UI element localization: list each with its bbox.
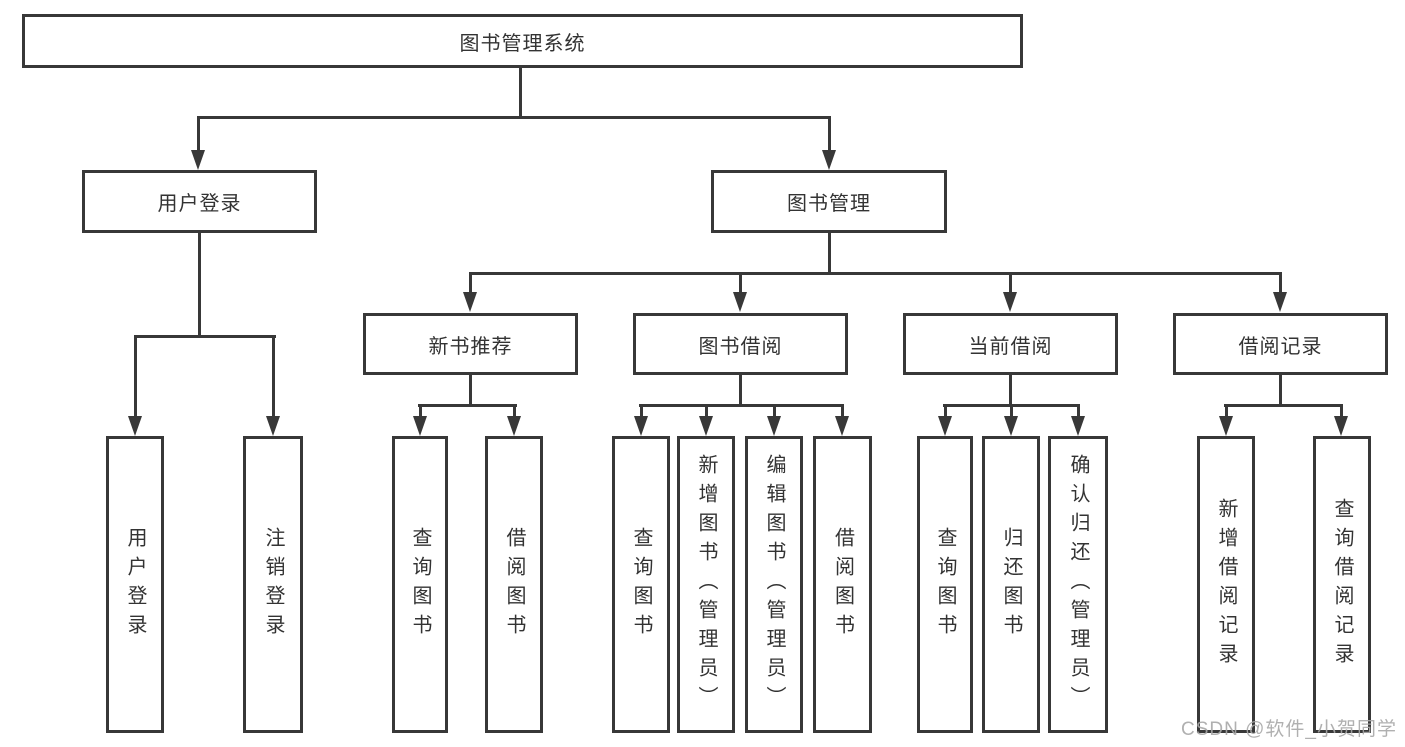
arrow-down-icon: [767, 416, 781, 436]
leaf-current-query-books-label: 查询图书: [934, 526, 956, 643]
connector-to-leaf-login: [134, 335, 137, 418]
arrow-down-icon: [1273, 292, 1287, 312]
leaf-current-confirm-return-admin-label: 确认归还（管理员）: [1067, 454, 1089, 715]
connector-stub: [705, 404, 708, 418]
node-new-book-recommend-label: 新书推荐: [428, 335, 513, 358]
connector-current-borrow-stem: [1009, 375, 1012, 406]
leaf-current-return-books: 归还图书: [982, 436, 1040, 733]
connector-book-borrow-hline: [639, 404, 844, 407]
arrow-down-icon: [1071, 416, 1085, 436]
connector-stub: [841, 404, 844, 418]
connector-recommend-hline: [418, 404, 517, 407]
connector-to-current-borrow: [1009, 272, 1012, 294]
leaf-borrow-edit-books-admin-label: 编辑图书（管理员）: [763, 454, 785, 715]
node-new-book-recommend: 新书推荐: [363, 313, 578, 375]
arrow-down-icon: [128, 416, 142, 436]
connector-book-management-hline: [469, 272, 1281, 275]
node-user-login: 用户登录: [82, 170, 317, 233]
node-borrow-records-label: 借阅记录: [1238, 335, 1323, 358]
leaf-logout-label: 注销登录: [262, 526, 284, 643]
connector-root-hline: [197, 116, 831, 119]
node-borrow-records: 借阅记录: [1173, 313, 1388, 375]
arrow-down-icon: [191, 150, 205, 170]
connector-stub: [419, 404, 422, 418]
leaf-borrow-borrow-books-label: 借阅图书: [831, 526, 854, 643]
leaf-recommend-borrow-books-label: 借阅图书: [503, 526, 525, 643]
node-book-management: 图书管理: [711, 170, 947, 233]
leaf-borrow-borrow-books: 借阅图书: [813, 436, 872, 733]
connector-to-book-borrow: [739, 272, 742, 294]
connector-book-management-stem: [828, 233, 831, 274]
connector-to-borrow-records: [1279, 272, 1282, 294]
leaf-records-query-record: 查询借阅记录: [1313, 436, 1371, 733]
connector-stub: [1077, 404, 1080, 418]
connector-stub: [1010, 404, 1013, 418]
arrow-down-icon: [1219, 416, 1233, 436]
leaf-current-query-books: 查询图书: [917, 436, 973, 733]
leaf-user-login: 用户登录: [106, 436, 164, 733]
node-root-label: 图书管理系统: [459, 32, 586, 55]
node-root: 图书管理系统: [22, 14, 1023, 68]
arrow-down-icon: [1334, 416, 1348, 436]
connector-to-new-book-recommend: [469, 272, 472, 294]
connector-stub: [1225, 404, 1228, 418]
connector-stub: [513, 404, 516, 418]
leaf-recommend-query-books-label: 查询图书: [409, 526, 431, 643]
connector-stub: [640, 404, 643, 418]
connector-root-stem: [519, 68, 522, 118]
leaf-recommend-query-books: 查询图书: [392, 436, 448, 733]
connector-to-leaf-logout: [272, 335, 275, 418]
node-current-borrow: 当前借阅: [903, 313, 1118, 375]
connector-user-login-hline: [134, 335, 276, 338]
arrow-down-icon: [507, 416, 521, 436]
connector-stub: [1340, 404, 1343, 418]
connector-root-to-user-login: [197, 116, 200, 154]
arrow-down-icon: [733, 292, 747, 312]
node-user-login-label: 用户登录: [157, 193, 242, 215]
arrow-down-icon: [266, 416, 280, 436]
node-book-borrow: 图书借阅: [633, 313, 848, 375]
leaf-borrow-add-books-admin-label: 新增图书（管理员）: [695, 454, 717, 715]
arrow-down-icon: [413, 416, 427, 436]
connector-stub: [944, 404, 947, 418]
leaf-user-login-label: 用户登录: [124, 526, 146, 643]
node-current-borrow-label: 当前借阅: [968, 335, 1053, 358]
arrow-down-icon: [699, 416, 713, 436]
leaf-records-query-record-label: 查询借阅记录: [1331, 497, 1353, 672]
leaf-records-add-record: 新增借阅记录: [1197, 436, 1255, 733]
leaf-borrow-query-books-label: 查询图书: [630, 526, 652, 643]
arrow-down-icon: [938, 416, 952, 436]
connector-recommend-stem: [469, 375, 472, 406]
leaf-logout: 注销登录: [243, 436, 303, 733]
csdn-watermark: CSDN @软件_小贺同学: [1181, 719, 1397, 740]
leaf-records-add-record-label: 新增借阅记录: [1215, 497, 1237, 672]
connector-borrow-records-hline: [1224, 404, 1343, 407]
arrow-down-icon: [463, 292, 477, 312]
leaf-current-return-books-label: 归还图书: [1000, 526, 1022, 643]
leaf-borrow-add-books-admin: 新增图书（管理员）: [677, 436, 735, 733]
node-book-management-label: 图书管理: [787, 193, 871, 215]
arrow-down-icon: [1004, 416, 1018, 436]
connector-book-borrow-stem: [739, 375, 742, 406]
connector-user-login-stem: [198, 233, 201, 337]
leaf-recommend-borrow-books: 借阅图书: [485, 436, 543, 733]
arrow-down-icon: [1003, 292, 1017, 312]
leaf-current-confirm-return-admin: 确认归还（管理员）: [1048, 436, 1108, 733]
node-book-borrow-label: 图书借阅: [698, 335, 783, 358]
arrow-down-icon: [835, 416, 849, 436]
leaf-borrow-edit-books-admin: 编辑图书（管理员）: [745, 436, 803, 733]
arrow-down-icon: [634, 416, 648, 436]
connector-borrow-records-stem: [1279, 375, 1282, 406]
connector-root-to-book-management: [828, 116, 831, 154]
leaf-borrow-query-books: 查询图书: [612, 436, 670, 733]
connector-stub: [773, 404, 776, 418]
arrow-down-icon: [822, 150, 836, 170]
